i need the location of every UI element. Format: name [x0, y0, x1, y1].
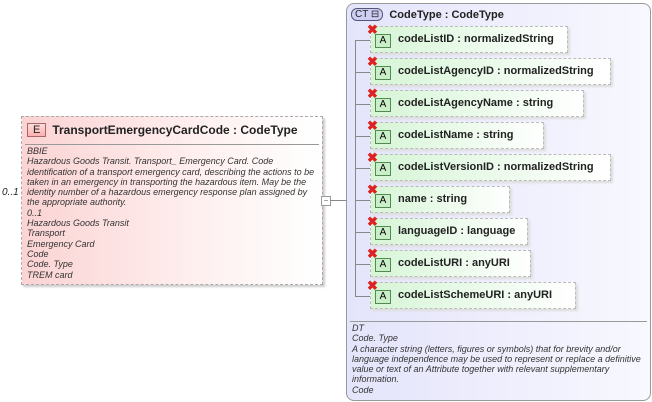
attribute-label: codeListURI : anyURI: [398, 257, 510, 269]
divider: [25, 144, 319, 145]
doc-line: BBIE: [27, 146, 48, 156]
prohibited-icon: ✖: [367, 246, 378, 261]
attribute-box[interactable]: A✖ name : string: [367, 182, 510, 213]
attribute-icon: A: [375, 226, 391, 240]
tree-branch: [355, 200, 370, 201]
attribute-box[interactable]: A✖ codeListSchemeURI : anyURI: [367, 278, 576, 309]
doc-line: 0..1: [27, 207, 43, 218]
attribute-box[interactable]: A✖ codeListURI : anyURI: [367, 246, 531, 277]
attribute-icon: A: [375, 98, 391, 112]
attribute-label: codeListAgencyID : normalizedString: [398, 65, 594, 77]
complex-type-documentation: DT Code. Type A character string (letter…: [352, 323, 646, 395]
prohibited-icon: ✖: [367, 22, 378, 37]
element-documentation: BBIE Hazardous Goods Transit. Transport_…: [27, 146, 318, 280]
prohibited-icon: ✖: [367, 54, 378, 69]
attribute-box[interactable]: A✖ codeListAgencyName : string: [367, 86, 584, 117]
attribute-label: codeListName : string: [398, 129, 514, 141]
element-title: TransportEmergencyCardCode : CodeType: [52, 123, 298, 137]
attribute-label: codeListAgencyName : string: [398, 97, 554, 109]
attribute-label: codeListVersionID : normalizedString: [398, 161, 594, 173]
tree-branch: [355, 232, 370, 233]
doc-line: Hazardous Goods Transit. Transport_ Emer…: [27, 156, 315, 208]
attribute-icon: A: [375, 258, 391, 272]
tree-branch: [355, 296, 370, 297]
tree-branch: [355, 40, 370, 41]
attribute-label: codeListSchemeURI : anyURI: [398, 289, 553, 301]
attribute-label: languageID : language: [398, 225, 516, 237]
prohibited-icon: ✖: [367, 214, 378, 229]
tree-branch: [355, 104, 370, 105]
prohibited-icon: ✖: [367, 118, 378, 133]
prohibited-icon: ✖: [367, 150, 378, 165]
attribute-icon: A: [375, 194, 391, 208]
prohibited-icon: ✖: [367, 182, 378, 197]
tree-branch: [355, 264, 370, 265]
doc-line: DT: [352, 323, 364, 333]
tree-branch: [355, 136, 370, 137]
collapse-toggle[interactable]: −: [321, 196, 331, 206]
element-box[interactable]: E TransportEmergencyCardCode : CodeType B…: [21, 116, 323, 285]
attribute-icon: A: [375, 162, 391, 176]
doc-line: Code. Type: [27, 259, 73, 270]
complex-type-badge: CT ⊟: [351, 8, 384, 21]
doc-line: Transport: [27, 228, 65, 239]
divider: [350, 321, 647, 322]
attribute-box[interactable]: A✖ codeListAgencyID : normalizedString: [367, 54, 611, 85]
doc-line: Code. Type: [352, 333, 398, 344]
attribute-box[interactable]: A✖ codeListVersionID : normalizedString: [367, 150, 611, 181]
attribute-icon: A: [375, 66, 391, 80]
attribute-box[interactable]: A✖ codeListName : string: [367, 118, 544, 149]
attribute-box[interactable]: A✖ languageID : language: [367, 214, 528, 245]
attribute-label: name : string: [398, 193, 468, 205]
tree-branch: [355, 72, 370, 73]
prohibited-icon: ✖: [367, 278, 378, 293]
doc-line: Emergency Card: [27, 238, 95, 249]
complex-type-title: CodeType : CodeType: [389, 8, 504, 21]
doc-line: A character string (letters, figures or …: [352, 343, 641, 385]
doc-line: Code: [27, 248, 49, 259]
attribute-icon: A: [375, 130, 391, 144]
attribute-box[interactable]: A✖ codeListID : normalizedString: [367, 22, 568, 53]
tree-branch: [355, 168, 370, 169]
attribute-label: codeListID : normalizedString: [398, 33, 554, 45]
prohibited-icon: ✖: [367, 86, 378, 101]
doc-line: Code: [352, 384, 374, 395]
connector-line: [330, 200, 355, 201]
attribute-icon: A: [375, 290, 391, 304]
doc-line: Hazardous Goods Transit: [27, 218, 129, 229]
element-badge: E: [27, 123, 47, 137]
attribute-icon: A: [375, 34, 391, 48]
doc-line: TREM card: [27, 269, 73, 280]
occurrence-label: 0..1: [2, 187, 19, 198]
